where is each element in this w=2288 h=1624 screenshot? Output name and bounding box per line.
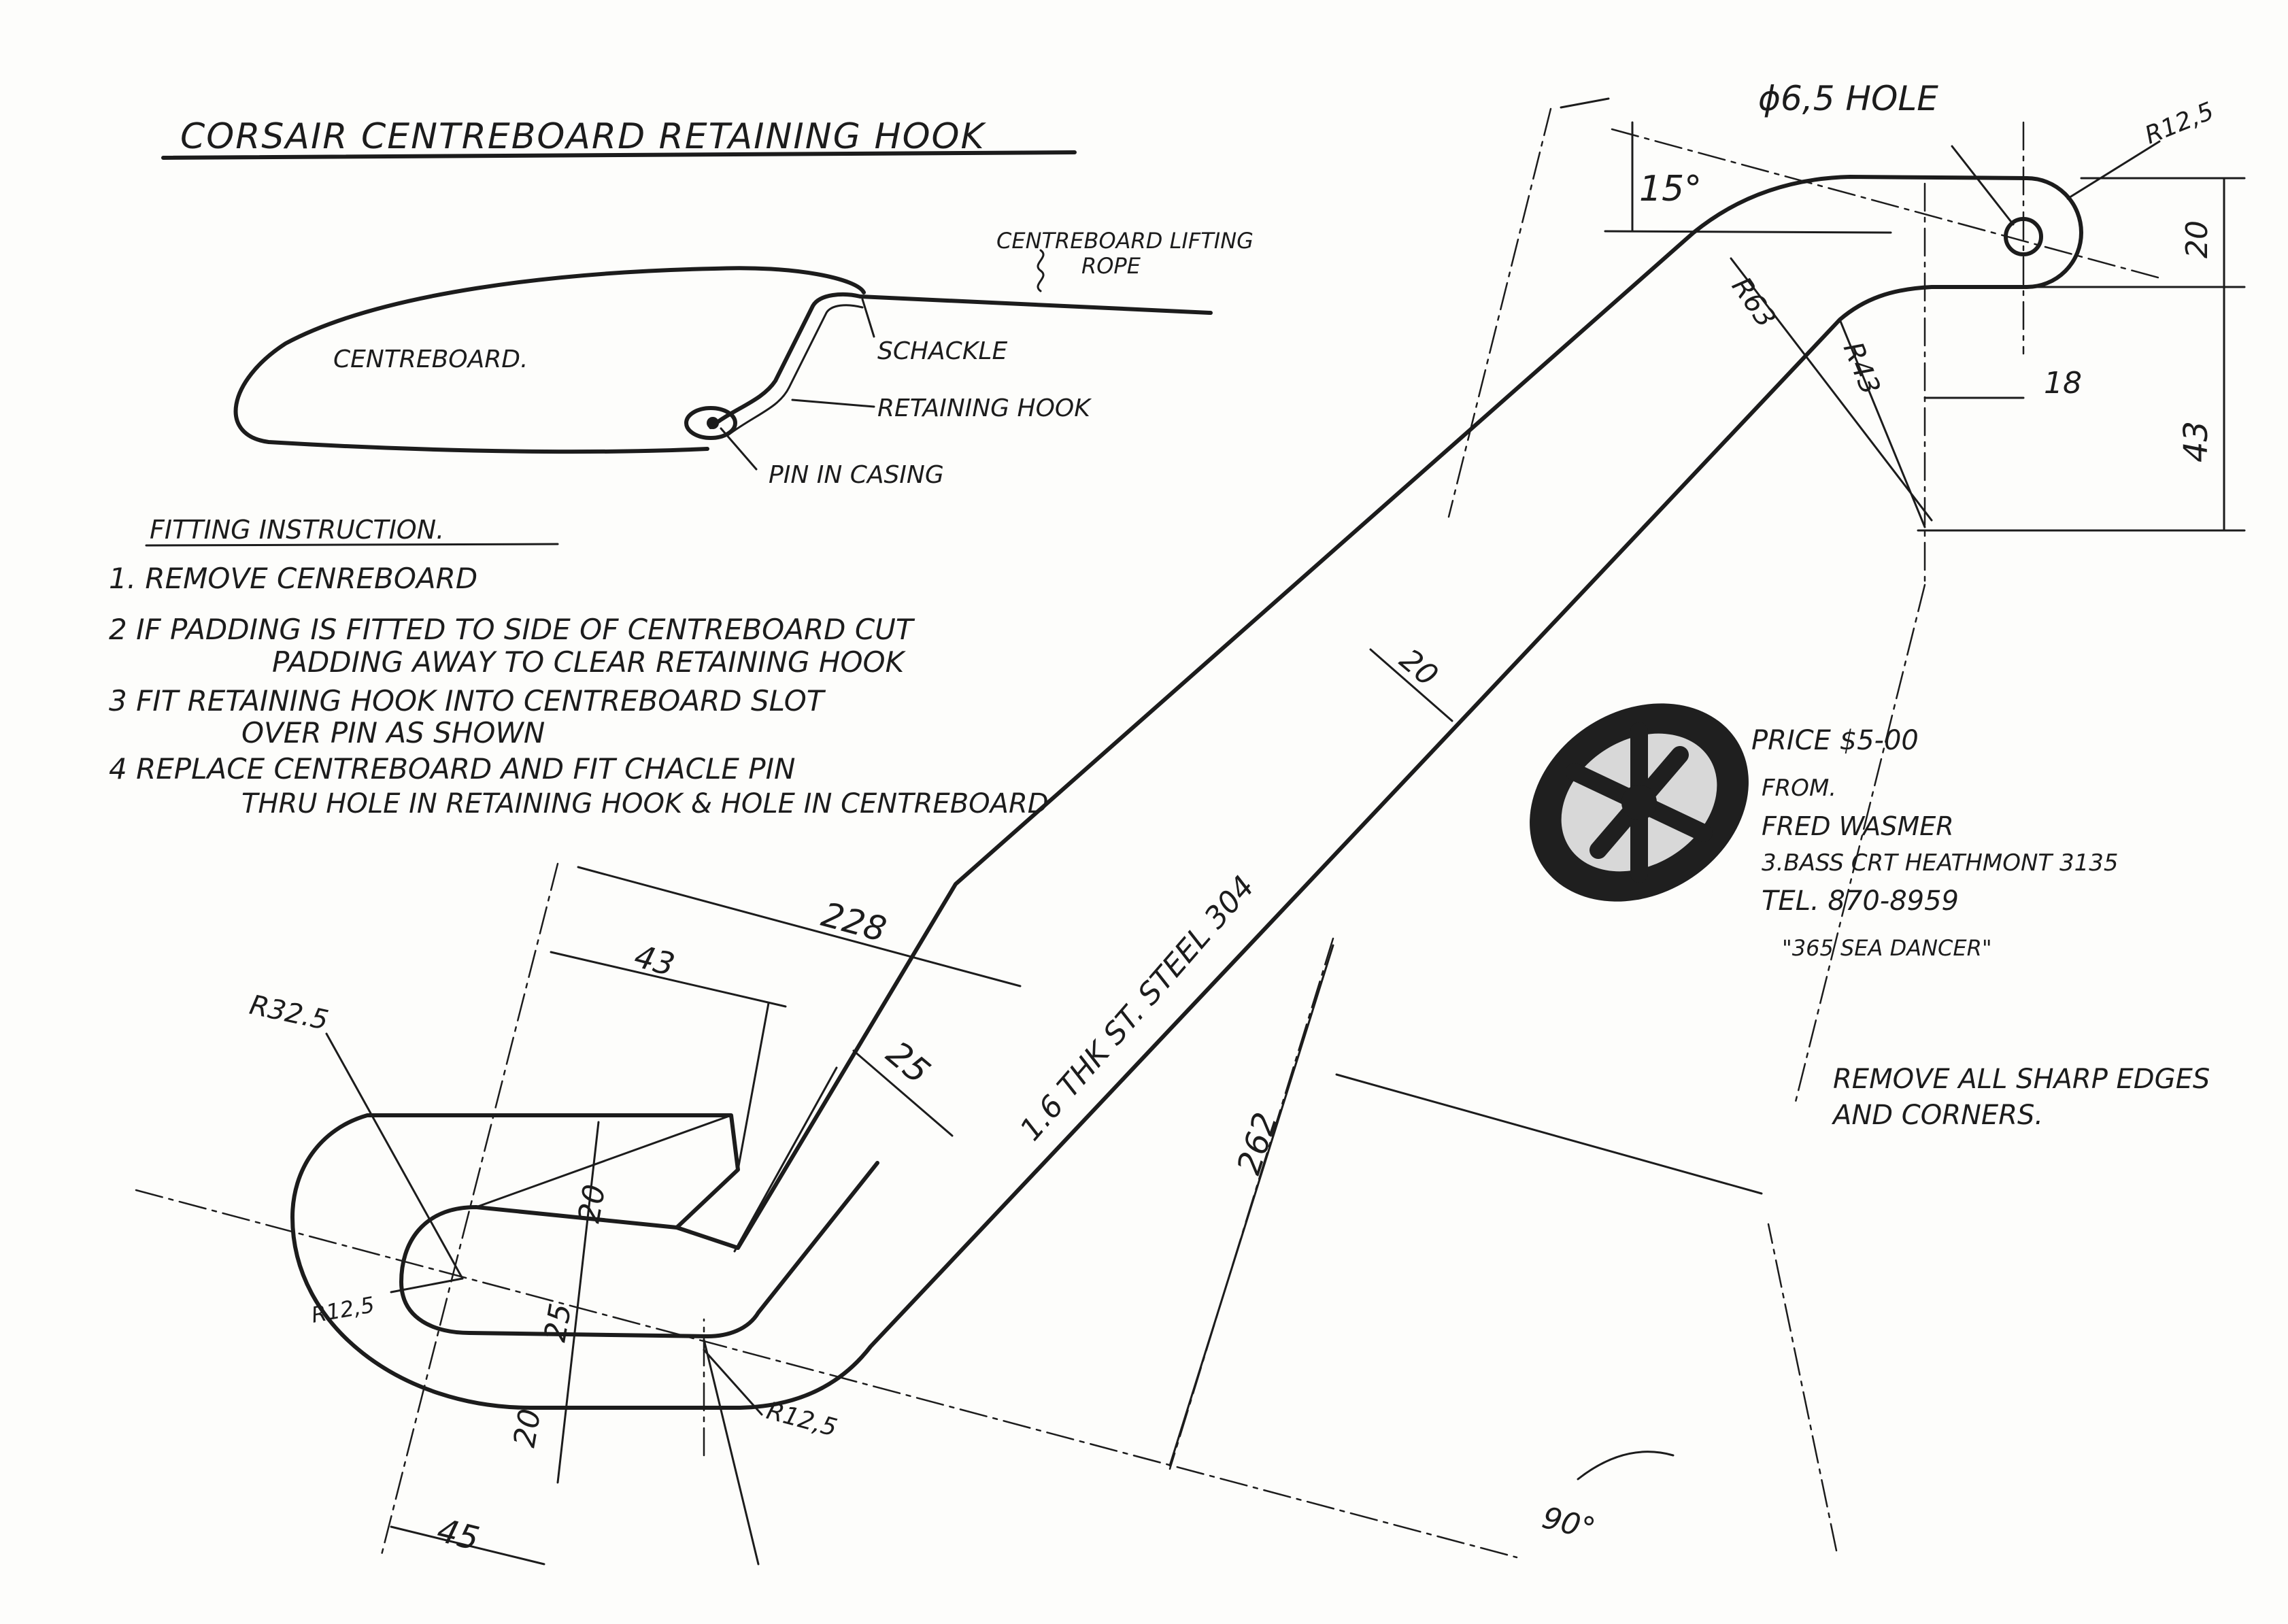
label-r12-left: R12,5 (309, 1291, 377, 1328)
dim-r32-leader (325, 1032, 464, 1280)
label-r43: R43 (1837, 338, 1886, 399)
instruction-line-2: 2 IF PADDING IS FITTED TO SIDE OF CENTRE… (109, 613, 915, 646)
pin-dot (707, 417, 719, 429)
slot-upper-edge (475, 1114, 733, 1208)
label-d18: 18 (2044, 366, 2082, 401)
dim-25-ext (733, 1066, 838, 1253)
label-r-top: R12,5 (2141, 97, 2218, 150)
label-angle-15: 15° (1639, 169, 1702, 209)
leader-schackle (861, 298, 875, 338)
hook-sketch (709, 292, 862, 429)
dim-r12-left-leader (390, 1277, 464, 1293)
dim-horizontal-ref (1604, 230, 1892, 234)
label-material: 1.6 THK ST. STEEL 304 (1013, 870, 1262, 1148)
dim-43-top (550, 951, 787, 1008)
dimension-lines (325, 97, 2246, 1566)
label-d90: 90° (1538, 1500, 1598, 1546)
heading-underline (145, 543, 559, 547)
label-r63: R63 (1726, 271, 1782, 333)
instructions-heading: FITTING INSTRUCTION. (150, 515, 444, 545)
dim-r63-leader (1730, 257, 1933, 522)
label-d20-top: 20 (2180, 220, 2215, 258)
label-d25-mid: 25 (538, 1301, 579, 1344)
dim-228 (577, 866, 1022, 987)
address-line: 3.BASS CRT HEATHMONT 3135 (1762, 849, 2119, 877)
label-pin: PIN IN CASING (769, 461, 944, 489)
label-lifting-rope-1: CENTREBOARD LIFTING (996, 228, 1254, 254)
phone-line: TEL. 870-8959 (1762, 885, 1959, 917)
centreboard-sketch: CENTREBOARD. CENTREBOARD LIFTING ROPE SC… (233, 228, 1254, 489)
dim-bottom-diagonal (703, 1338, 760, 1566)
leader-hook (791, 399, 875, 408)
centre-line-upper (1611, 128, 2164, 280)
dim-25-diagonal (852, 1049, 954, 1137)
r-top-leader (2066, 140, 2161, 200)
label-r32: R32.5 (247, 989, 331, 1036)
instruction-line-1: 1. REMOVE CENREBOARD (109, 562, 477, 595)
dim-r43-leader (1838, 318, 1926, 528)
from-line: FROM. (1762, 775, 1836, 802)
hook-sketch-inner (726, 304, 864, 437)
leader-pin (720, 427, 758, 471)
label-r12-bottom: R12,5 (764, 1397, 840, 1442)
label-retaining-hook: RETAINING HOOK (877, 394, 1092, 422)
title-underline (161, 150, 1077, 160)
dim-stack-vertical (556, 1121, 600, 1484)
label-d25-diagonal: 25 (879, 1034, 937, 1092)
dim-262 (1168, 944, 1334, 1467)
dim-90-arc (1577, 1451, 1675, 1481)
label-schackle: SCHACKLE (877, 337, 1007, 365)
rope-leader (1037, 249, 1045, 292)
label-lifting-rope-2: ROPE (1081, 253, 1141, 279)
pin-ring (684, 406, 737, 440)
price-line: PRICE $5-00 (1751, 725, 1919, 756)
hook-outer-profile (290, 175, 2083, 1410)
note-line-1: REMOVE ALL SHARP EDGES (1833, 1064, 2210, 1095)
instruction-line-6: 4 REPLACE CENTREBOARD AND FIT CHACLE PIN (109, 752, 795, 785)
extension-line-90 (1767, 1223, 1838, 1552)
drawing-title: CORSAIR CENTREBOARD RETAINING HOOK (180, 116, 986, 157)
dim-43-ext (737, 1002, 770, 1171)
name-line: FRED WASMER (1762, 811, 1954, 841)
dim-20-arm (1369, 648, 1453, 722)
extension-line-left-228 (380, 862, 559, 1559)
fitting-instructions: FITTING INSTRUCTION. 1. REMOVE CENREBOAR… (109, 515, 1049, 819)
dim-262-ref (1335, 1073, 1763, 1195)
instruction-line-3: PADDING AWAY TO CLEAR RETAINING HOOK (272, 645, 907, 679)
label-d43-top: 43 (630, 937, 679, 983)
note-line-2: AND CORNERS. (1831, 1100, 2043, 1131)
extension-line-right (1794, 583, 1926, 1103)
dim-45 (390, 1525, 545, 1566)
dim-r12-bottom-leader (703, 1349, 763, 1416)
label-centreboard: CENTREBOARD. (333, 345, 528, 373)
instruction-line-5: OVER PIN AS SHOWN (241, 716, 545, 749)
sea-dancer-logo (1530, 703, 1749, 902)
hook-inner-slot (399, 1161, 879, 1338)
centreboard-outline (233, 266, 866, 454)
label-d20-arm: 20 (1393, 642, 1445, 693)
hole-leader (1951, 145, 2015, 226)
label-d228: 228 (818, 895, 890, 950)
centre-line-lower (135, 1189, 1518, 1559)
instruction-line-7: THRU HOLE IN RETAINING HOOK & HOLE IN CE… (241, 788, 1049, 819)
lifting-rope-line (858, 294, 1213, 315)
title-block: CORSAIR CENTREBOARD RETAINING HOOK (161, 116, 1077, 160)
label-d262: 262 (1230, 1108, 1285, 1179)
label-d43-right: 43 (2177, 421, 2215, 462)
price-block: PRICE $5-00 FROM. FRED WASMER 3.BASS CRT… (1751, 725, 2119, 961)
dim-top-ref (1560, 97, 1610, 109)
extension-line-top (1447, 107, 1552, 518)
label-hole: ϕ6,5 HOLE (1758, 79, 1938, 118)
edges-note: REMOVE ALL SHARP EDGES AND CORNERS. (1831, 1064, 2210, 1131)
label-d20-lower: 20 (507, 1406, 548, 1450)
instruction-line-4: 3 FIT RETAINING HOOK INTO CENTREBOARD SL… (109, 684, 826, 717)
boat-line: "365 SEA DANCER" (1782, 935, 1992, 961)
label-d20-upper: 20 (572, 1182, 613, 1225)
label-d45: 45 (433, 1511, 483, 1558)
